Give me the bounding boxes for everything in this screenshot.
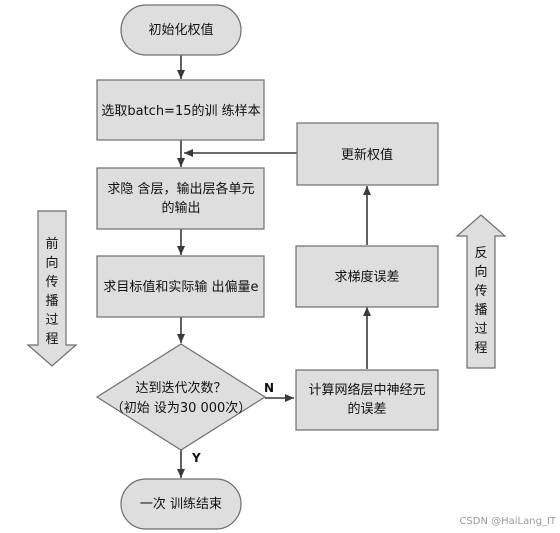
start-terminal <box>120 4 242 56</box>
forward-char-4: 播 <box>45 294 58 309</box>
backward-process-arrow <box>455 214 507 369</box>
end-label: 一次 训练结束 <box>140 496 222 512</box>
backward-char-3: 传 <box>474 284 487 299</box>
connectors <box>177 55 371 478</box>
forward-process-arrow <box>26 210 78 367</box>
gradient-label: 求梯度误差 <box>334 269 399 285</box>
branch-yes-label: Y <box>191 451 201 465</box>
gradient-box <box>295 245 439 308</box>
decision-diamond <box>95 343 267 451</box>
select-batch-label: 选取batch=15的训 练样本 <box>101 103 260 119</box>
forward-char-1: 前 <box>45 236 58 252</box>
error-offset-box <box>96 255 265 318</box>
forward-char-5: 过 <box>45 313 58 328</box>
update-label: 更新权值 <box>341 147 393 163</box>
forward-char-6: 程 <box>45 332 58 347</box>
watermark: CSDN @HaiLang_IT <box>459 516 556 527</box>
backward-char-5: 过 <box>474 322 487 337</box>
forward-char-3: 传 <box>45 275 58 290</box>
backward-char-6: 程 <box>474 341 487 356</box>
compute-error-label-line1: 计算网络层中神经元 <box>308 382 425 398</box>
compute-error-label-line2: 的误差 <box>347 401 386 417</box>
decision-label-line1: 达到迭代次数？ <box>135 380 226 396</box>
hidden-output-label-line1: 求隐 含层，输出层各单元 <box>107 181 254 197</box>
backward-char-4: 播 <box>474 303 487 318</box>
hidden-output-box <box>96 167 265 230</box>
compute-error-box <box>295 369 439 431</box>
select-batch-box <box>96 79 265 141</box>
branch-no-label: N <box>264 381 274 395</box>
backward-char-1: 反 <box>474 246 487 261</box>
start-label: 初始化权值 <box>148 22 213 38</box>
end-terminal <box>120 478 242 530</box>
update-box <box>296 122 439 186</box>
error-offset-label: 求目标值和实际输 出偏量e <box>103 279 258 295</box>
hidden-output-label-line2: 的输出 <box>161 200 200 216</box>
backward-char-2: 向 <box>474 264 487 280</box>
decision-label-line2: （初始 设为30 000次） <box>111 400 252 416</box>
forward-char-2: 向 <box>45 255 58 271</box>
